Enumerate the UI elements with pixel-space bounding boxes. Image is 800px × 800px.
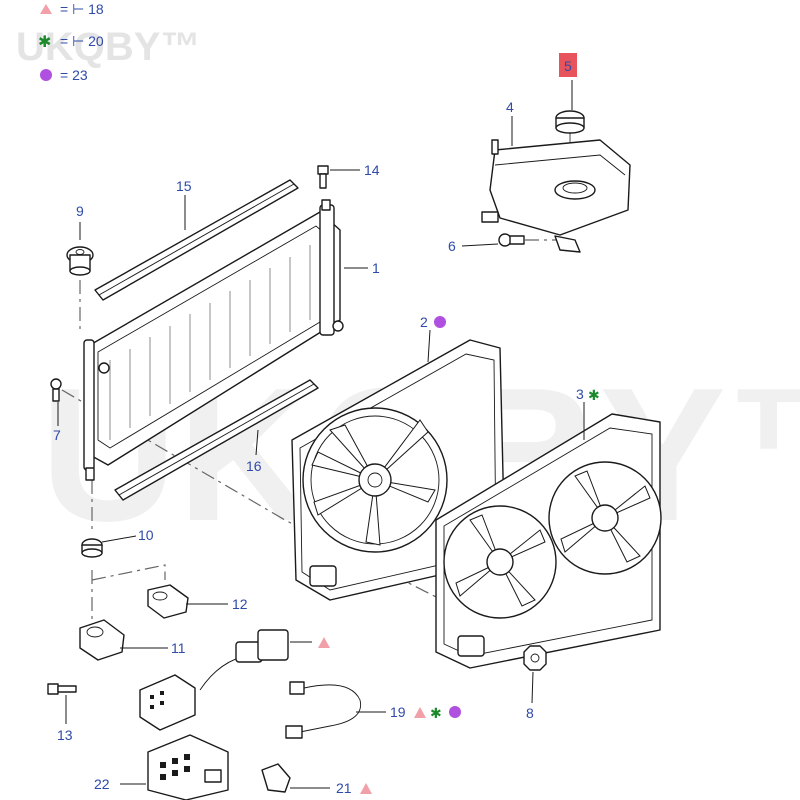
callout-15: 15 bbox=[176, 178, 192, 194]
legend-circle-text: = 23 bbox=[60, 67, 88, 83]
legend-triangle-text: = ⊢ 18 bbox=[60, 1, 104, 17]
circle-symbol-icon bbox=[434, 316, 446, 328]
part-16-lower-seal-strip bbox=[114, 379, 319, 501]
callouts: 1 2 3 ✱ 4 5 6 7 8 9 10 11 12 13 14 15 16… bbox=[53, 53, 600, 796]
callout-11: 11 bbox=[171, 640, 186, 656]
leader-lines bbox=[57, 80, 585, 789]
callout-4: 4 bbox=[506, 99, 514, 115]
part-21-clip bbox=[261, 763, 291, 793]
callout-3: 3 bbox=[576, 386, 584, 402]
part-19-wiring-lead bbox=[285, 681, 362, 739]
part-7-bolt bbox=[50, 378, 62, 402]
wiring-harness bbox=[199, 629, 289, 691]
callout-8: 8 bbox=[526, 705, 534, 721]
part-11-bracket bbox=[79, 619, 125, 661]
callout-7: 7 bbox=[53, 427, 61, 443]
legend-star-text: = ⊢ 20 bbox=[60, 33, 104, 49]
callout-10: 10 bbox=[138, 527, 154, 543]
callout-5: 5 bbox=[564, 58, 572, 74]
part-4-expansion-tank bbox=[481, 139, 631, 253]
triangle-symbol-icon bbox=[414, 707, 426, 718]
callout-12: 12 bbox=[232, 596, 248, 612]
callout-9: 9 bbox=[76, 203, 84, 219]
part-1-radiator bbox=[83, 199, 344, 481]
part-3-twin-fan-shroud bbox=[435, 413, 662, 669]
part-9-mount-bushing bbox=[66, 246, 94, 276]
callout-16: 16 bbox=[246, 458, 262, 474]
callout-6: 6 bbox=[448, 238, 456, 254]
callout-1: 1 bbox=[372, 260, 380, 276]
watermark-small: UKQBY™ bbox=[16, 25, 200, 69]
part-15-upper-seal-strip bbox=[94, 179, 299, 301]
callout-5-highlight bbox=[559, 53, 577, 77]
part-13-bolt bbox=[47, 683, 77, 695]
part-5-reservoir-cap bbox=[555, 110, 585, 134]
circle-symbol-icon bbox=[40, 69, 52, 81]
legend: = ⊢ 18 ✱ = ⊢ 20 = 23 bbox=[38, 1, 104, 83]
star-symbol-icon: ✱ bbox=[588, 387, 600, 403]
part-12-bracket bbox=[147, 584, 189, 619]
callout-14: 14 bbox=[364, 162, 380, 178]
resistor-connector-block bbox=[139, 674, 196, 731]
callout-19: 19 bbox=[390, 704, 406, 720]
callout-13: 13 bbox=[57, 727, 73, 743]
callout-22: 22 bbox=[94, 776, 110, 792]
part-10-bushing bbox=[81, 538, 103, 558]
circle-symbol-icon bbox=[449, 706, 461, 718]
triangle-symbol-icon bbox=[40, 4, 52, 14]
part-22-resistor bbox=[147, 734, 229, 800]
part-8-nut bbox=[523, 645, 547, 671]
part-14-bolt bbox=[317, 165, 329, 189]
callout-21: 21 bbox=[336, 780, 352, 796]
callout-2: 2 bbox=[420, 314, 428, 330]
triangle-symbol-icon bbox=[360, 783, 372, 794]
part-6-bolt bbox=[498, 233, 525, 247]
star-symbol-icon: ✱ bbox=[430, 705, 442, 721]
star-symbol-icon: ✱ bbox=[38, 34, 51, 51]
triangle-symbol-icon bbox=[318, 637, 330, 648]
